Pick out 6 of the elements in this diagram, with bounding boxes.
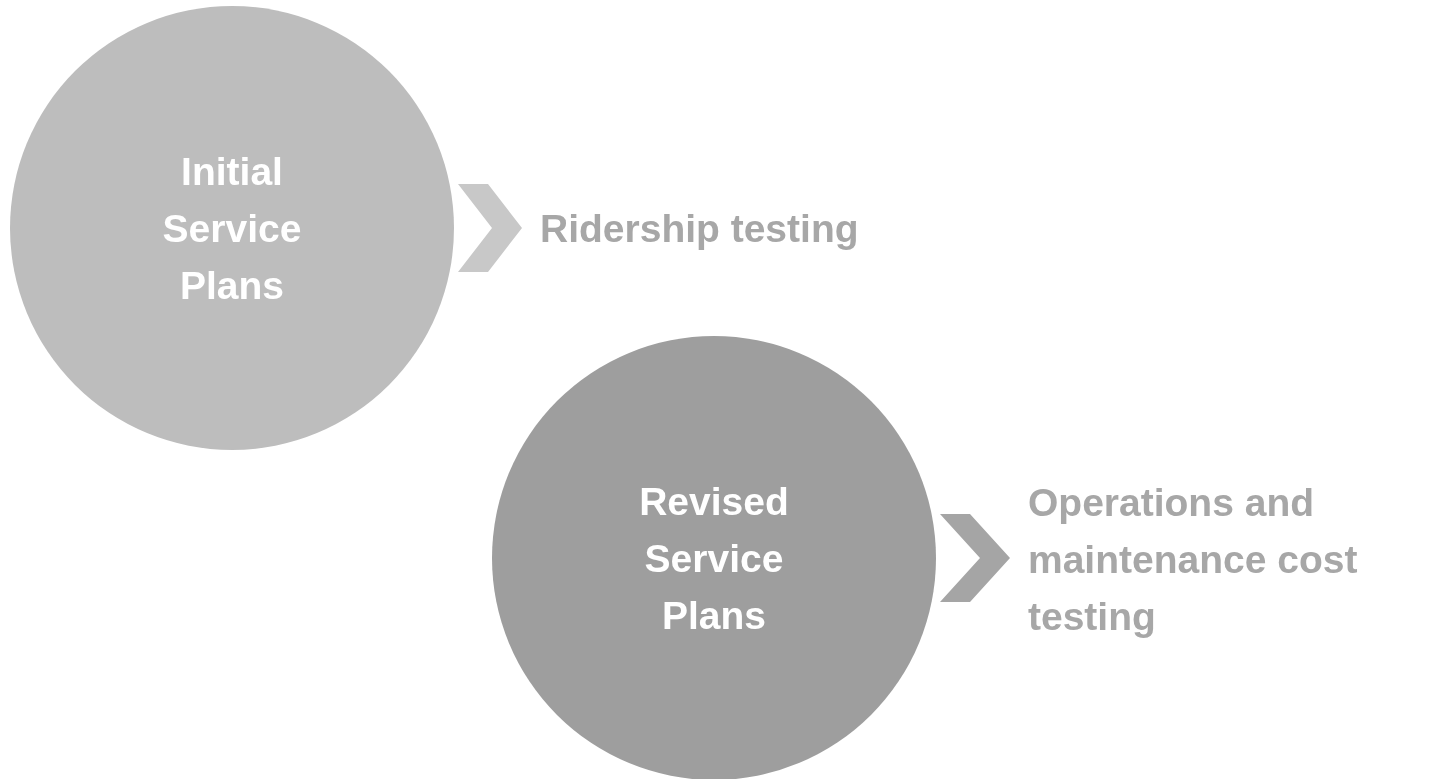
chevron-arrow: [940, 514, 1010, 602]
step-label: Ridership testing: [540, 205, 859, 252]
step-label: Operations and maintenance cost testing: [1028, 480, 1359, 640]
node-label: Initial Service Plans: [161, 148, 303, 309]
chevron-arrow: [458, 184, 522, 272]
node-label: Revised Service Plans: [638, 478, 790, 639]
